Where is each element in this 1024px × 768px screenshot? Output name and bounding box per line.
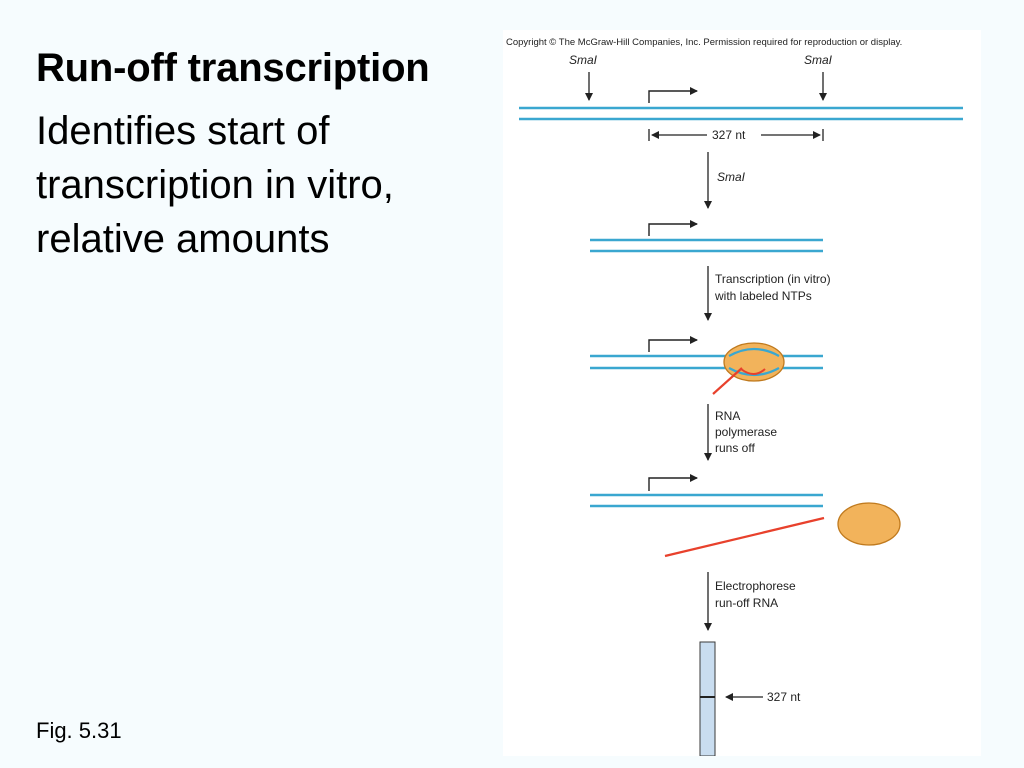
length-label: 327 nt xyxy=(712,128,746,142)
copyright-notice: Copyright © The McGraw-Hill Companies, I… xyxy=(506,37,902,48)
nascent-rna xyxy=(712,367,743,395)
step3-label-line3: runs off xyxy=(715,441,755,455)
figure-reference: Fig. 5.31 xyxy=(36,718,122,743)
runoff-transcription-diagram: Copyright © The McGraw-Hill Companies, I… xyxy=(506,37,963,756)
step4-label-line2: run-off RNA xyxy=(715,596,778,610)
dna-full-template xyxy=(519,106,963,121)
step2-label-line2: with labeled NTPs xyxy=(714,289,812,303)
body-line: transcription in vitro, xyxy=(36,163,394,207)
step3-label-line2: polymerase xyxy=(715,425,777,439)
step1-label: SmaI xyxy=(717,170,746,184)
dna-being-transcribed xyxy=(590,354,823,370)
transcription-bubble xyxy=(728,347,780,377)
body-line: relative amounts xyxy=(36,217,330,261)
step3-label-line1: RNA xyxy=(715,409,740,423)
dna-cut-fragment xyxy=(590,238,823,253)
figure-panel: Copyright © The McGraw-Hill Companies, I… xyxy=(503,30,981,756)
released-rna-polymerase xyxy=(837,502,901,546)
promoter-arrow-4 xyxy=(648,474,698,491)
body-line: Identifies start of xyxy=(36,109,330,153)
length-bracket xyxy=(648,129,824,141)
step2-label-line1: Transcription (in vitro) xyxy=(715,272,831,286)
promoter-arrow-2 xyxy=(648,220,698,236)
smai-site-right-label: SmaI xyxy=(804,53,833,67)
step4-label-line1: Electrophorese xyxy=(715,579,796,593)
slide-title: Run-off transcription xyxy=(36,46,430,90)
smai-site-left-label: SmaI xyxy=(569,53,598,67)
dna-after-runoff xyxy=(590,493,823,508)
gel-lane xyxy=(699,641,716,756)
promoter-arrow-1 xyxy=(648,87,698,103)
band-label: 327 nt xyxy=(767,690,801,704)
slide-body: Identifies start of transcription in vit… xyxy=(36,104,496,266)
promoter-arrow-3 xyxy=(648,336,698,352)
runoff-rna xyxy=(664,516,825,558)
